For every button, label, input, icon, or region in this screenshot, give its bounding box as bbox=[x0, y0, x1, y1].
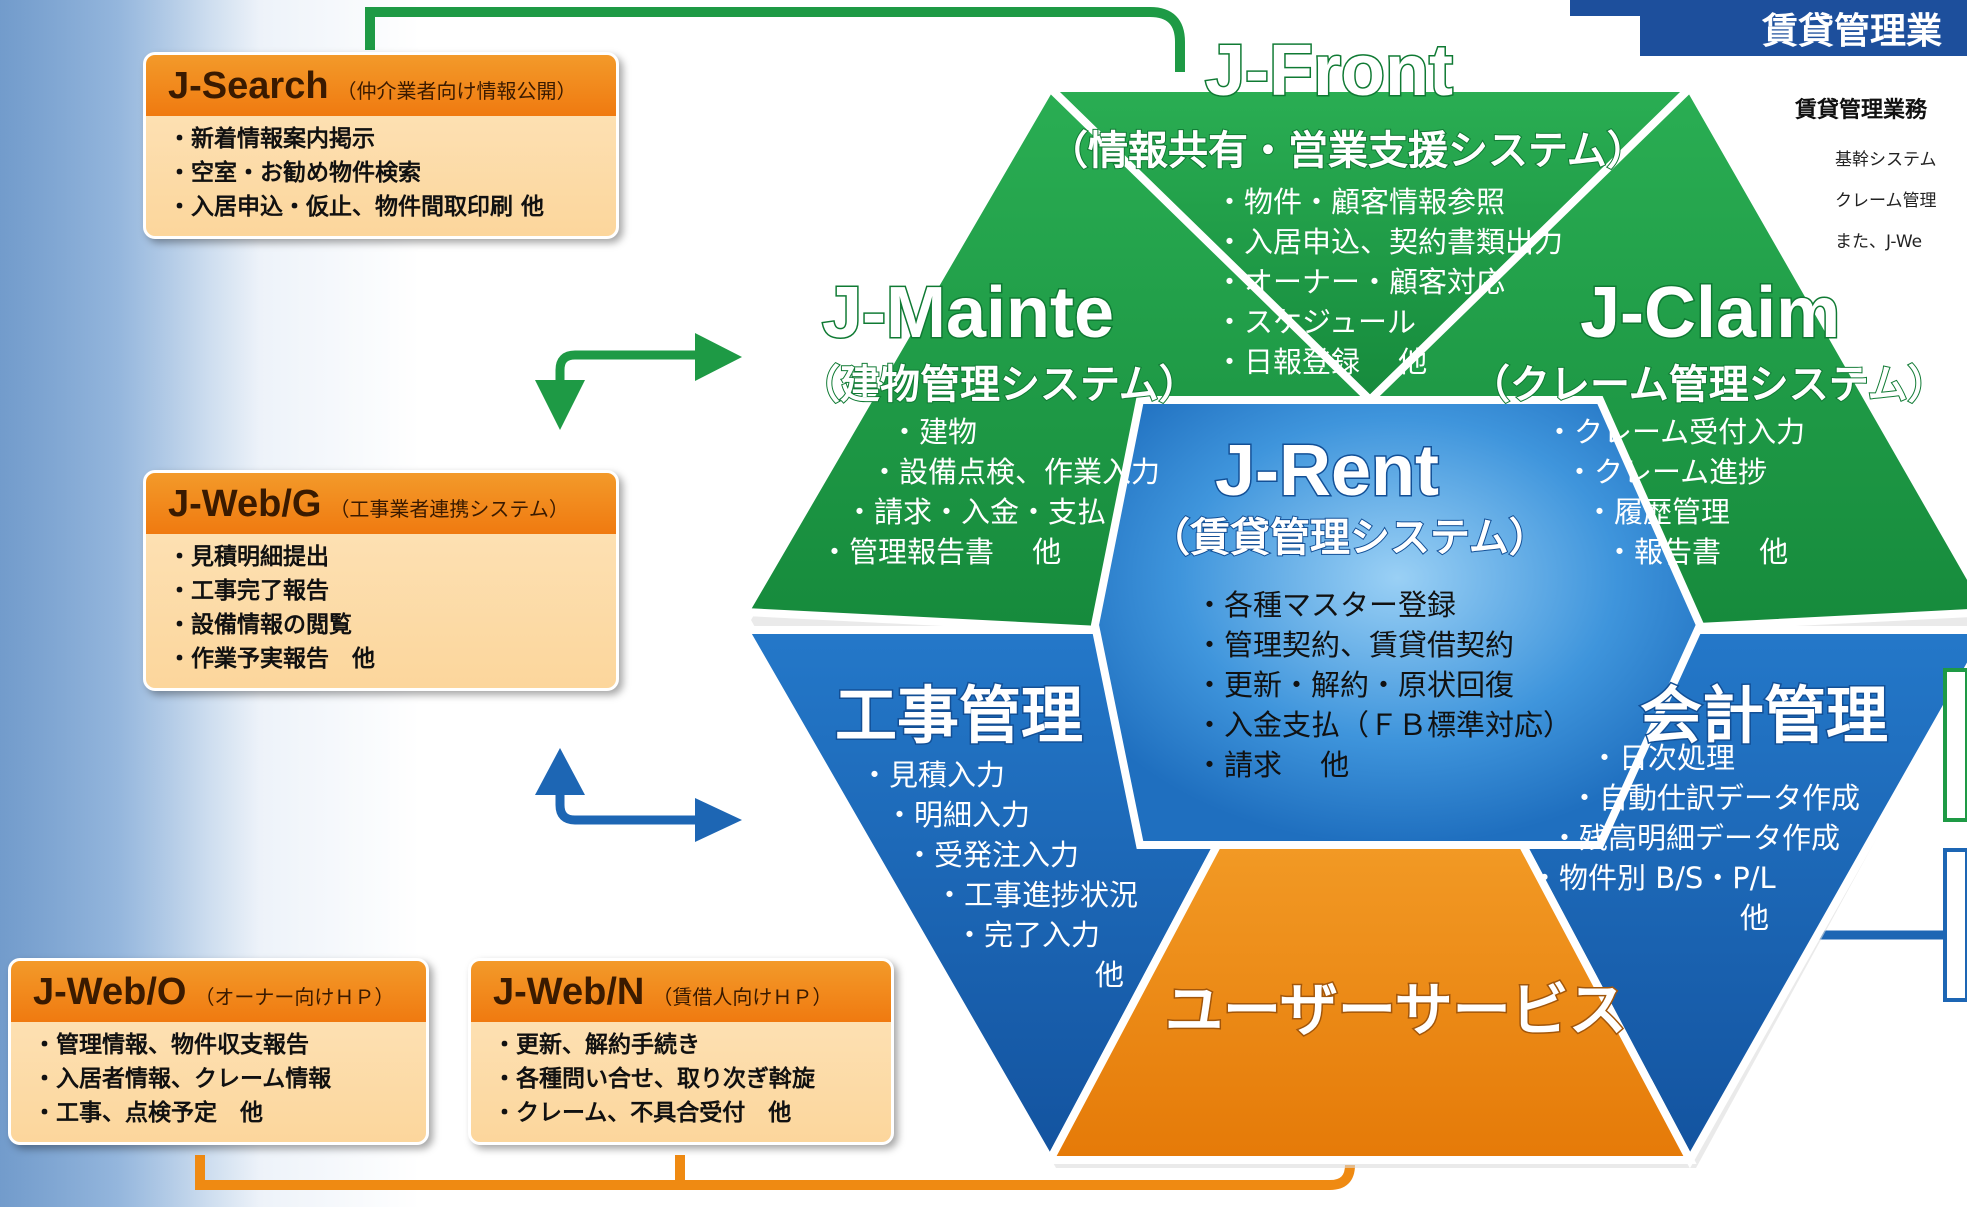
user-service-title: ユーザーサービス bbox=[1164, 977, 1629, 1045]
list-item: ・工事完了報告 bbox=[168, 578, 329, 604]
right-edge-box-blue bbox=[1943, 848, 1967, 1002]
list-item: ・管理報告書 他 bbox=[820, 535, 1062, 569]
list-item: ・空室・お勧め物件検索 bbox=[168, 160, 421, 186]
j-front-title: J-Front bbox=[1204, 30, 1455, 113]
j-search-subtitle: （仲介業者向け情報公開） bbox=[336, 79, 577, 103]
list-item: ・各種マスター登録 bbox=[1195, 588, 1457, 622]
j-mainte-title: J-Mainte bbox=[820, 272, 1115, 355]
list-item: ・完了入力 bbox=[955, 918, 1101, 952]
j-rent-segment[interactable] bbox=[1090, 396, 1705, 849]
list-item: ・クレーム、不具合受付 他 bbox=[493, 1100, 792, 1126]
j-claim-items: ・クレーム受付入力 ・クレーム進捗 ・履歴管理 ・報告書 他 bbox=[1545, 412, 1805, 572]
right-panel-line: 基幹システム bbox=[1835, 150, 1937, 170]
list-item: ・請求・入金・支払 bbox=[845, 495, 1107, 529]
list-item: ・自動仕訳データ作成 bbox=[1570, 781, 1861, 815]
kouji-title: 工事管理 bbox=[833, 681, 1084, 753]
kouji-items: ・見積入力 ・明細入力 ・受発注入力 ・工事進捗状況 ・完了入力 他 bbox=[860, 755, 1138, 995]
right-panel-header-bar bbox=[1640, 0, 1967, 56]
j-rent-items: ・各種マスター登録 ・管理契約、賃貸借契約 ・更新・解約・原状回復 ・入金支払（… bbox=[1195, 585, 1572, 785]
list-item: ・入居申込、契約書類出力 bbox=[1215, 225, 1564, 259]
bottom-connector-line bbox=[195, 1155, 1355, 1190]
j-rent-subtitle: （賃貸管理システム） bbox=[1149, 514, 1550, 562]
list-item: ・更新、解約手続き bbox=[493, 1032, 700, 1058]
list-item: ・各種問い合せ、取り次ぎ斡旋 bbox=[493, 1066, 815, 1092]
right-panel-header: 賃貸管理業 bbox=[1762, 11, 1943, 52]
list-item: ・日次処理 bbox=[1590, 741, 1736, 775]
green-arrow-down-head bbox=[535, 380, 585, 430]
list-item: ・報告書 他 bbox=[1605, 535, 1789, 569]
list-item: ・物件別 B/S・P/L bbox=[1530, 861, 1776, 895]
list-item: ・新着情報案内掲示 bbox=[168, 126, 375, 152]
list-item: ・履歴管理 bbox=[1585, 495, 1731, 529]
right-edge-box-green bbox=[1943, 668, 1967, 822]
j-web-o-box[interactable]: J-Web/O （オーナー向けＨＰ） ・管理情報、物件収支報告 ・入居者情報、クレ… bbox=[8, 958, 429, 1145]
list-item: ・請求 他 bbox=[1195, 748, 1350, 782]
j-claim-title: J-Claim bbox=[1578, 272, 1841, 355]
list-item: ・管理契約、賃貸借契約 bbox=[1195, 628, 1515, 662]
kaikei-title: 会計管理 bbox=[1638, 681, 1889, 753]
list-item: ・日報登録 他 bbox=[1215, 345, 1428, 379]
list-item: ・見積明細提出 bbox=[168, 544, 329, 570]
j-rent-title: J-Rent bbox=[1213, 430, 1440, 513]
list-item: ・受発注入力 bbox=[905, 838, 1080, 872]
j-claim-subtitle: （クレーム管理システム） bbox=[1469, 361, 1949, 409]
list-item: ・残高明細データ作成 bbox=[1550, 821, 1841, 855]
list-item: ・管理情報、物件収支報告 bbox=[33, 1032, 309, 1058]
j-mainte-subtitle: （建物管理システム） bbox=[799, 361, 1200, 409]
j-search-title: J-Search bbox=[168, 65, 329, 107]
list-item: ・工事、点検予定 他 bbox=[33, 1100, 263, 1126]
list-item: ・クレーム進捗 bbox=[1565, 455, 1768, 489]
blue-arrow-right-head bbox=[695, 798, 742, 842]
right-panel-line: クレーム管理 bbox=[1835, 191, 1937, 211]
list-item: ・オーナー・顧客対応 bbox=[1215, 265, 1506, 299]
blue-arrow-up-head bbox=[535, 748, 585, 795]
j-web-o-title: J-Web/O bbox=[33, 971, 187, 1013]
j-web-o-subtitle: （オーナー向けＨＰ） bbox=[194, 985, 395, 1009]
list-item: ・見積入力 bbox=[860, 758, 1006, 792]
list-item: ・入金支払（ＦＢ標準対応） bbox=[1195, 708, 1573, 742]
blue-arrow-line bbox=[555, 790, 695, 825]
top-connector-line bbox=[365, 7, 1185, 72]
list-item: ・スケジュール bbox=[1215, 305, 1416, 339]
list-item: ・建物 bbox=[890, 415, 978, 449]
right-panel-line: また、J-We bbox=[1835, 232, 1923, 252]
j-web-g-title: J-Web/G bbox=[168, 483, 322, 525]
j-web-g-box[interactable]: J-Web/G （工事業者連携システム） ・見積明細提出 ・工事完了報告 ・設備情… bbox=[143, 470, 619, 691]
list-item: ・入居申込・仮止、物件間取印刷 他 bbox=[168, 194, 545, 220]
j-front-items: ・物件・顧客情報参照 ・入居申込、契約書類出力 ・オーナー・顧客対応 ・スケジュ… bbox=[1215, 182, 1563, 382]
list-item: 他 bbox=[1740, 901, 1770, 935]
list-item: 他 bbox=[1095, 958, 1125, 992]
list-item: ・作業予実報告 他 bbox=[168, 646, 375, 672]
j-web-g-subtitle: （工事業者連携システム） bbox=[329, 497, 569, 521]
j-web-n-box[interactable]: J-Web/N （賃借人向けＨＰ） ・更新、解約手続き ・各種問い合せ、取り次ぎ斡… bbox=[468, 958, 894, 1145]
green-arrow-line bbox=[555, 350, 695, 390]
list-item: ・設備点検、作業入力 bbox=[870, 455, 1161, 489]
list-item: ・更新・解約・原状回復 bbox=[1195, 668, 1515, 702]
list-item: ・明細入力 bbox=[885, 798, 1031, 832]
j-web-n-subtitle: （賃借人向けＨＰ） bbox=[652, 985, 833, 1009]
list-item: ・クレーム受付入力 bbox=[1545, 415, 1806, 449]
list-item: ・工事進捗状況 bbox=[935, 878, 1139, 912]
list-item: ・物件・顧客情報参照 bbox=[1215, 185, 1506, 219]
j-web-n-title: J-Web/N bbox=[493, 971, 645, 1013]
j-search-box[interactable]: J-Search （仲介業者向け情報公開） ・新着情報案内掲示 ・空室・お勧め物件… bbox=[143, 52, 619, 239]
green-arrow-right-head bbox=[695, 333, 742, 381]
j-front-subtitle: （情報共有・営業支援システム） bbox=[1047, 127, 1648, 175]
list-item: ・入居者情報、クレーム情報 bbox=[33, 1066, 332, 1092]
list-item: ・設備情報の閲覧 bbox=[168, 612, 352, 638]
right-panel-subheading: 賃貸管理業務 bbox=[1795, 98, 1928, 123]
j-mainte-items: ・建物 ・設備点検、作業入力 ・請求・入金・支払 ・管理報告書 他 bbox=[820, 412, 1160, 572]
kaikei-items: ・日次処理 ・自動仕訳データ作成 ・残高明細データ作成 ・物件別 B/S・P/L… bbox=[1530, 738, 1860, 938]
